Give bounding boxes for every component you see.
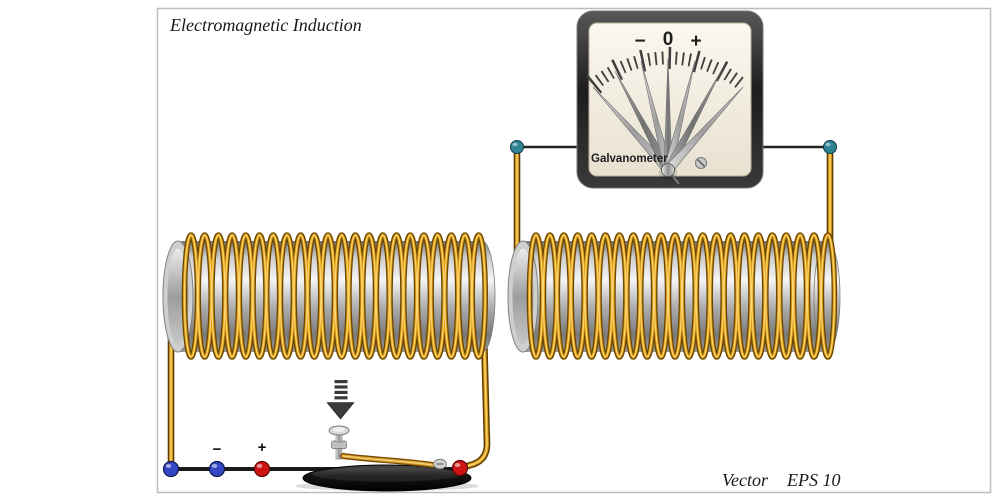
- battery: − +: [162, 439, 271, 478]
- scale-minus-label: −: [634, 31, 645, 52]
- secondary-coil: [507, 232, 841, 360]
- switch-base-highlight: [313, 467, 461, 482]
- secondary-terminal-right: [823, 140, 837, 154]
- scale-zero-label: 0: [663, 29, 674, 50]
- galvanometer-scale-ticks: [589, 51, 747, 91]
- galvanometer-label: Galvanometer: [591, 153, 668, 165]
- page-title: Electromagnetic Induction: [169, 15, 362, 35]
- switch-right-contact: [433, 458, 447, 470]
- primary-coil-windings: [181, 232, 489, 360]
- primary-coil: [162, 232, 496, 360]
- press-down-arrow-icon: [326, 380, 355, 420]
- switch: [295, 425, 479, 492]
- footer-vector-label: Vector: [722, 470, 769, 490]
- switch-contact-screw: [328, 425, 350, 460]
- switch-output-terminal: [451, 459, 469, 477]
- battery-minus-label: −: [213, 441, 222, 458]
- battery-terminal-positive: [253, 460, 271, 478]
- galvanometer: − 0 + Galvanometer: [576, 10, 764, 189]
- battery-plus-label: +: [258, 439, 267, 456]
- battery-terminal-negative-1: [162, 460, 180, 478]
- footer-eps-label: EPS 10: [786, 470, 841, 490]
- scale-plus-label: +: [690, 31, 701, 52]
- secondary-terminal-left: [510, 140, 524, 154]
- adjustment-screw-icon: [695, 157, 707, 169]
- switch-base: [302, 464, 472, 492]
- needle-pivot: [661, 163, 675, 177]
- battery-terminal-negative-2: [208, 460, 226, 478]
- galvanometer-needles: [592, 57, 744, 173]
- secondary-coil-windings: [526, 232, 838, 360]
